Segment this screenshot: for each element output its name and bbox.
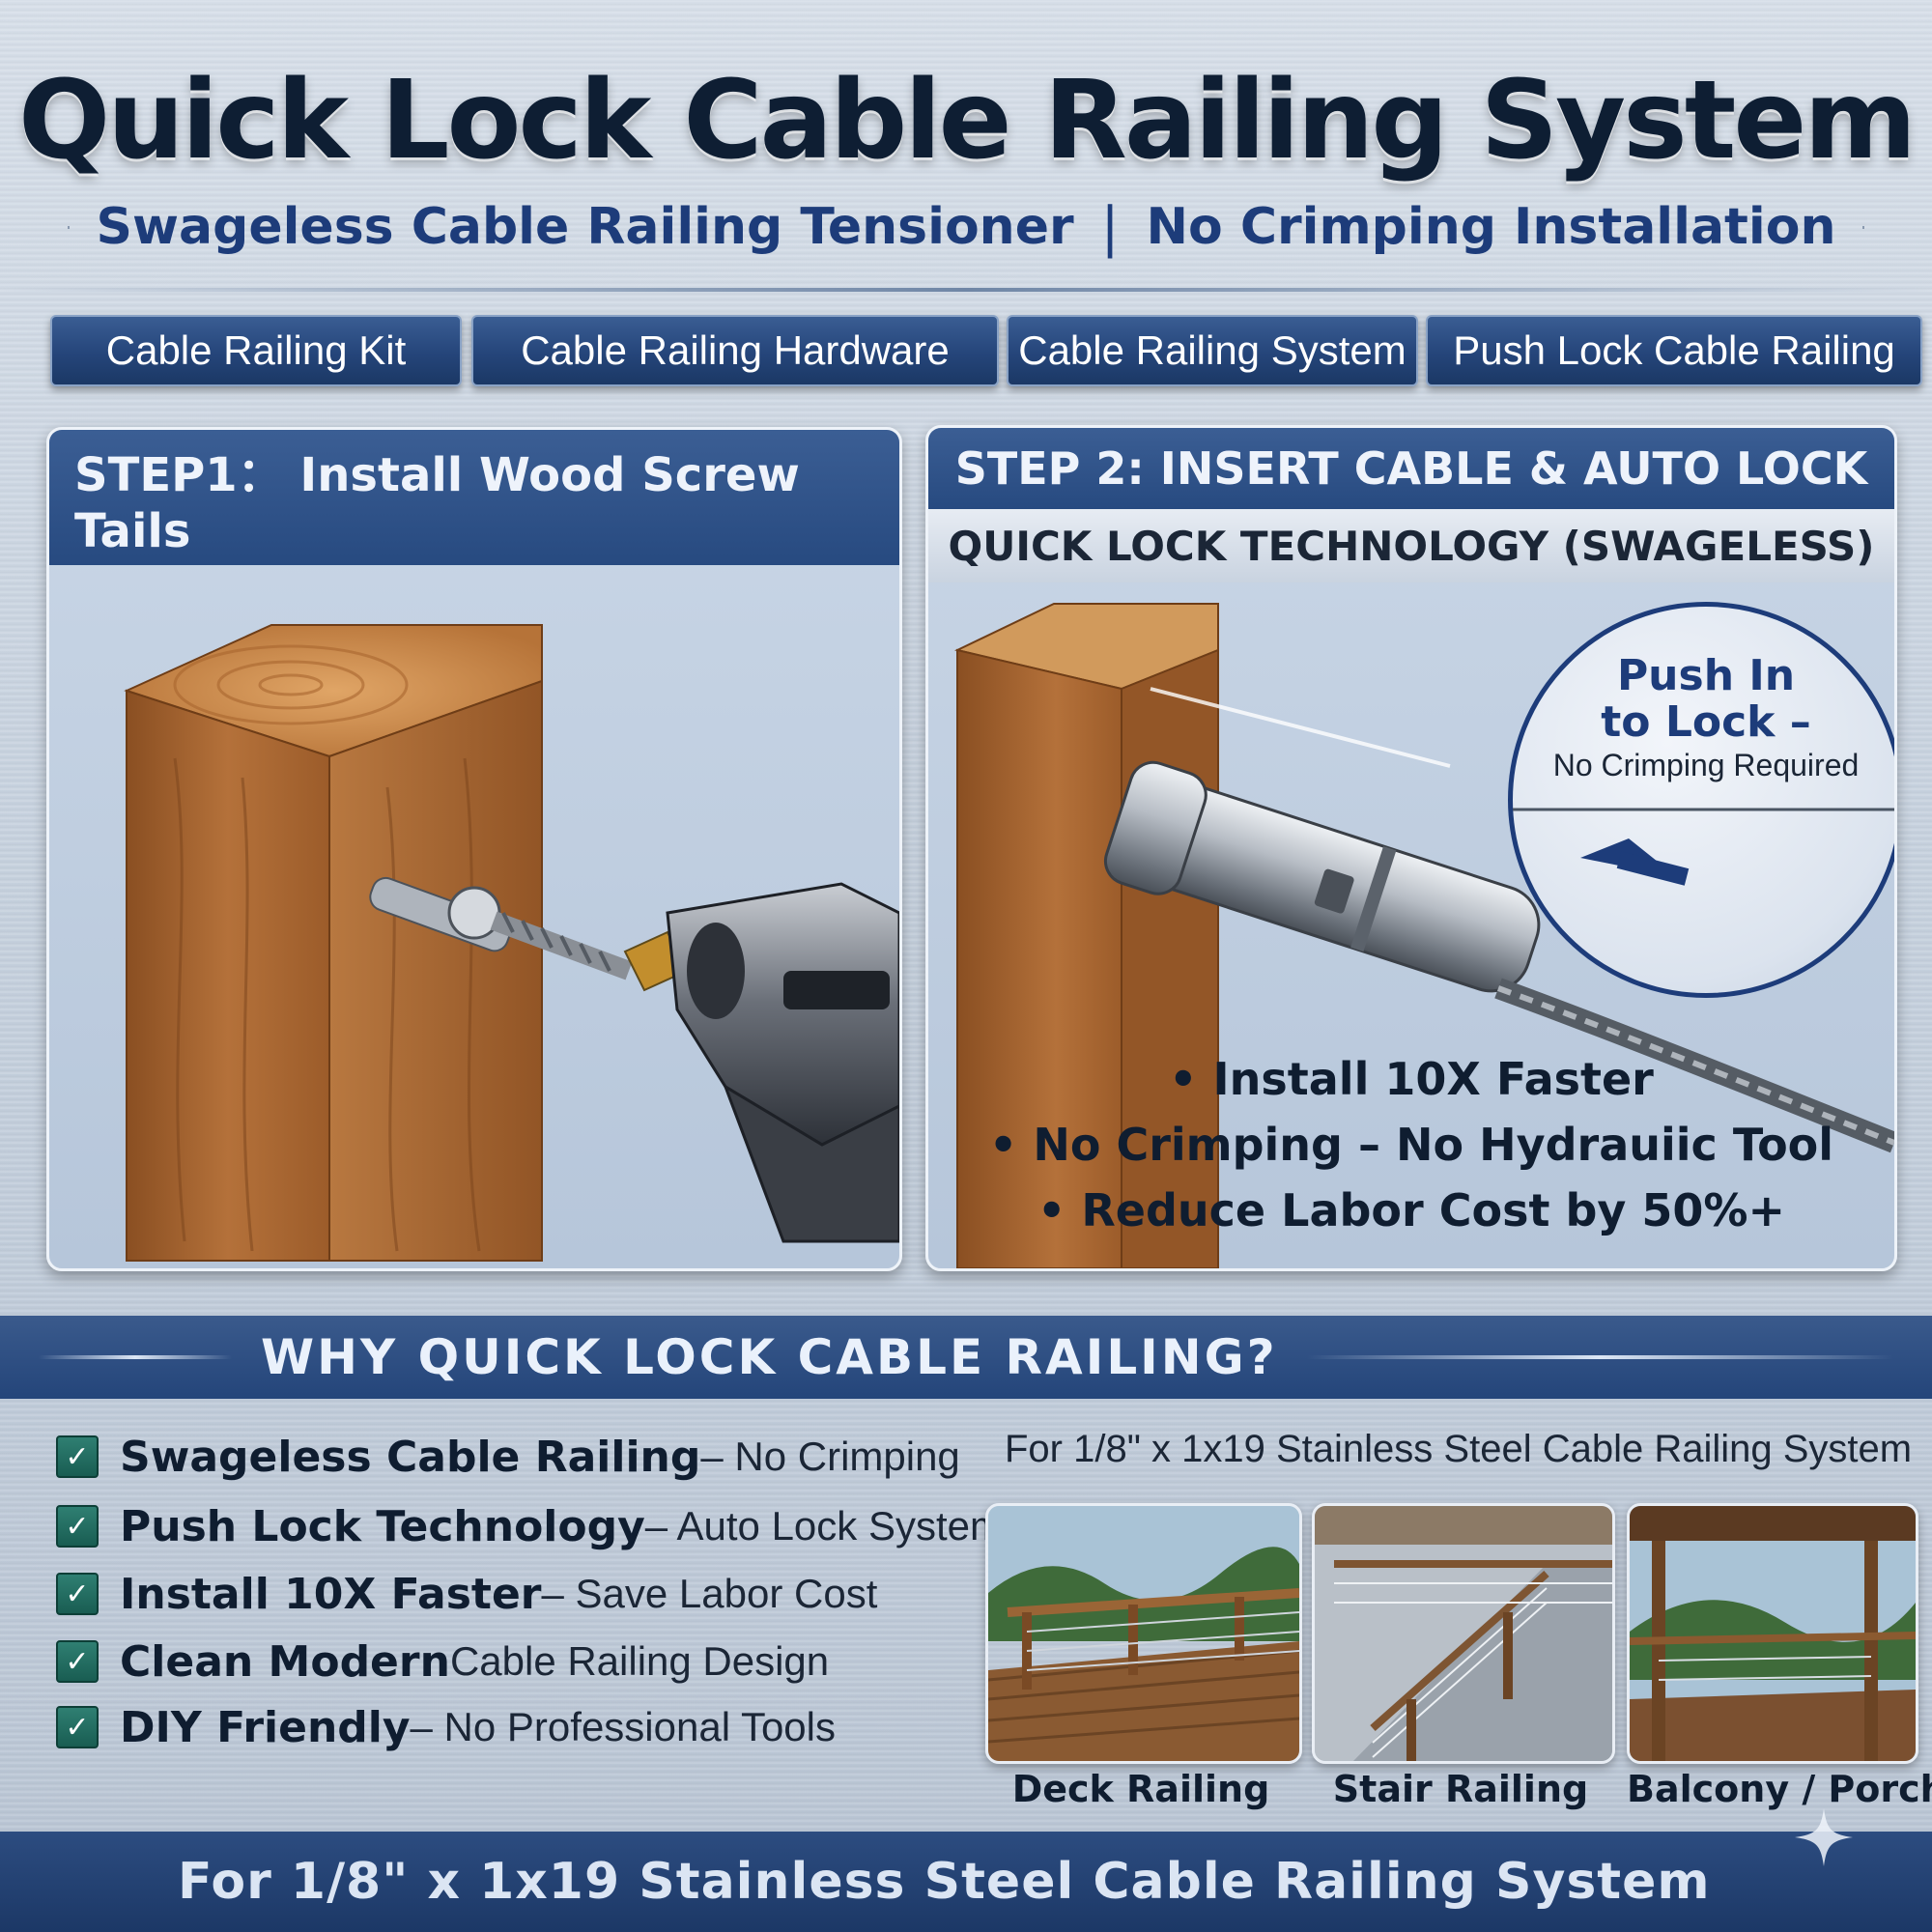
push-arrow-icon: [1513, 808, 1894, 886]
footer-bar: For 1/8" x 1x19 Stainless Steel Cable Ra…: [0, 1832, 1932, 1932]
step1-illustration: [124, 624, 899, 1262]
subtitle-right: No Crimping Installation: [1146, 198, 1836, 256]
application-label-stair: Stair Railing: [1332, 1768, 1589, 1810]
bullet-reduce-labor: • Reduce Labor Cost by 50%+: [1037, 1184, 1786, 1236]
benefit-rest: – Auto Lock System: [644, 1503, 1004, 1548]
bullet-no-crimping: • No Crimping – No Hydrauiic Tool: [988, 1119, 1834, 1171]
checkbox-check-icon: ✓: [56, 1505, 99, 1548]
checkbox-check-icon: ✓: [56, 1435, 99, 1478]
subtitle-separator: |: [1100, 195, 1120, 259]
tag-cable-railing-kit[interactable]: Cable Railing Kit: [50, 315, 462, 386]
subtitle-rule-left: [68, 225, 70, 229]
benefit-bold: Install 10X Faster: [120, 1569, 542, 1619]
step1-panel: STEP1： Install Wood Screw Tails: [46, 427, 902, 1271]
sparkle-icon: [1795, 1808, 1853, 1866]
cable-tensioner: [1103, 760, 1541, 993]
checkbox-check-icon: ✓: [56, 1706, 99, 1748]
callout-line1: Push In: [1616, 651, 1796, 700]
tag-push-lock-cable-railing[interactable]: Push Lock Cable Railing: [1426, 315, 1922, 386]
banner-rule-right: [1306, 1355, 1893, 1359]
benefit-rest: Cable Railing Design: [449, 1638, 830, 1684]
wood-screw-tail: [369, 876, 633, 980]
benefit-item: ✓ Clean Modern Cable Railing Design: [56, 1627, 829, 1696]
application-label-balcony: Balcony / Porch: [1627, 1768, 1932, 1810]
benefit-rest: – Save Labor Cost: [541, 1571, 878, 1616]
footer-text: For 1/8" x 1x19 Stainless Steel Cable Ra…: [178, 1853, 1711, 1911]
callout-note: No Crimping Required: [1552, 748, 1860, 782]
benefit-rest: – No Crimping: [700, 1434, 960, 1479]
stair-railing-photo: [1312, 1503, 1615, 1764]
application-label-deck: Deck Railing: [1011, 1768, 1270, 1810]
spec-note: For 1/8" x 1x19 Stainless Steel Cable Ra…: [1005, 1428, 1913, 1470]
wood-post: [124, 624, 543, 1262]
step1-heading: STEP1： Install Wood Screw Tails: [49, 430, 899, 565]
step2-illustration: [954, 603, 1894, 1268]
benefit-rest: – No Professional Tools: [410, 1704, 836, 1749]
drill-icon: [623, 882, 899, 1243]
benefit-bold: Swageless Cable Railing: [120, 1432, 701, 1482]
bullet-install-faster: • Install 10X Faster: [1169, 1053, 1654, 1105]
subtitle-rule-right: [1862, 225, 1864, 229]
tag-cable-railing-system[interactable]: Cable Railing System: [1007, 315, 1418, 386]
why-heading: WHY QUICK LOCK CABLE RAILING?: [261, 1329, 1278, 1385]
deck-railing-photo: [985, 1503, 1302, 1764]
benefit-item: ✓ Install 10X Faster – Save Labor Cost: [56, 1559, 877, 1629]
balcony-porch-photo: [1627, 1503, 1918, 1764]
checkbox-check-icon: ✓: [56, 1640, 99, 1683]
benefit-bold: Push Lock Technology: [120, 1501, 645, 1551]
benefit-item: ✓ Swageless Cable Railing – No Crimping: [56, 1422, 960, 1492]
step2-bullets: • Install 10X Faster • No Crimping – No …: [928, 1046, 1894, 1243]
subtitle-row: Swageless Cable Railing Tensioner | No C…: [68, 193, 1864, 261]
checkbox-check-icon: ✓: [56, 1573, 99, 1615]
benefit-bold: DIY Friendly: [120, 1702, 411, 1752]
header-divider: [0, 288, 1932, 292]
tag-cable-railing-hardware[interactable]: Cable Railing Hardware: [471, 315, 999, 386]
push-in-callout: Push In to Lock – No Crimping Required: [1508, 602, 1894, 998]
page-title: Quick Lock Cable Railing System: [17, 58, 1917, 184]
benefit-bold: Clean Modern: [120, 1636, 450, 1687]
step2-heading: STEP 2: INSERT CABLE & AUTO LOCK: [928, 428, 1894, 509]
step2-panel: STEP 2: INSERT CABLE & AUTO LOCK QUICK L…: [925, 425, 1897, 1271]
benefit-item: ✓ Push Lock Technology – Auto Lock Syste…: [56, 1492, 1004, 1561]
why-banner: WHY QUICK LOCK CABLE RAILING?: [0, 1316, 1932, 1399]
step2-subheading: QUICK LOCK TECHNOLOGY (SWAGELESS): [928, 509, 1894, 582]
banner-rule-left: [39, 1355, 232, 1359]
subtitle-left: Swageless Cable Railing Tensioner: [96, 198, 1074, 256]
benefit-item: ✓ DIY Friendly – No Professional Tools: [56, 1692, 836, 1762]
callout-line2: to Lock –: [1601, 697, 1811, 747]
